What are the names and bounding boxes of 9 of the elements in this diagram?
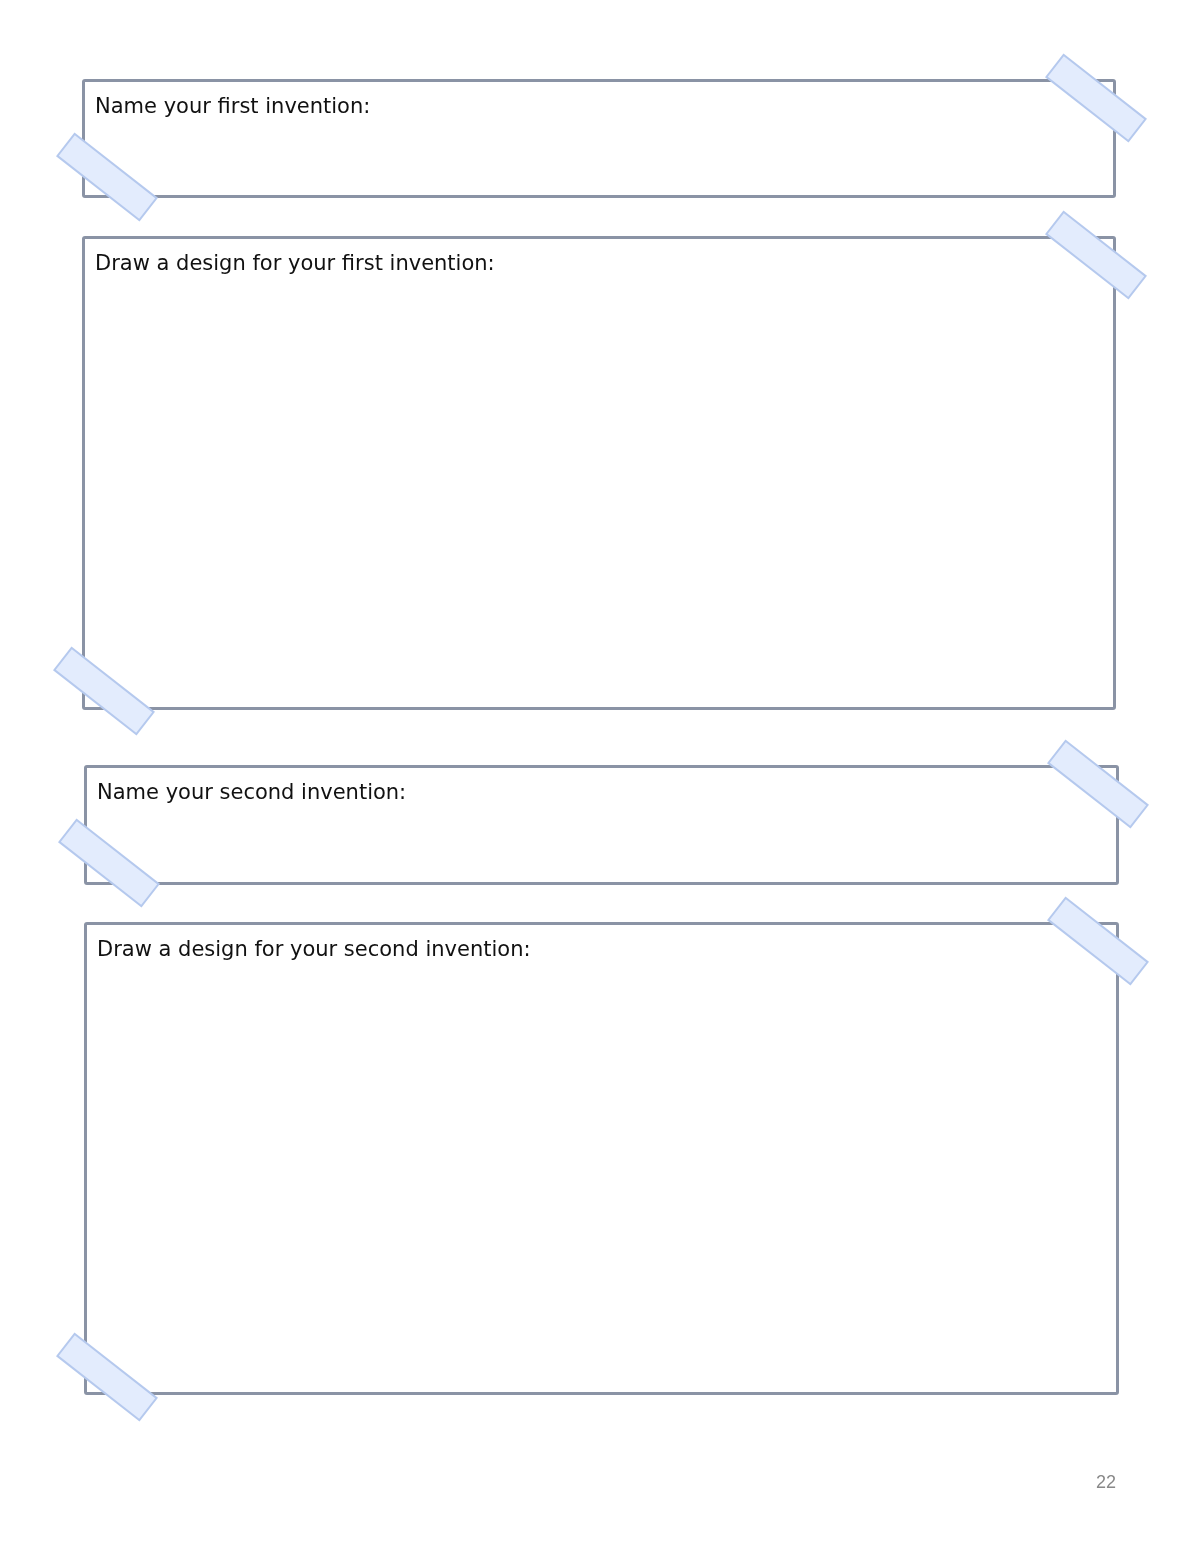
page-number: 22: [1096, 1472, 1117, 1493]
answer-box: [84, 922, 1119, 1395]
prompt-text: Name your first invention:: [95, 94, 371, 118]
prompt-text: Draw a design for your first invention:: [95, 251, 495, 275]
answer-box: [84, 765, 1119, 885]
prompt-text: Name your second invention:: [97, 780, 407, 804]
answer-box: [82, 236, 1116, 710]
prompt-text: Draw a design for your second invention:: [97, 937, 531, 961]
answer-box: [82, 79, 1116, 198]
